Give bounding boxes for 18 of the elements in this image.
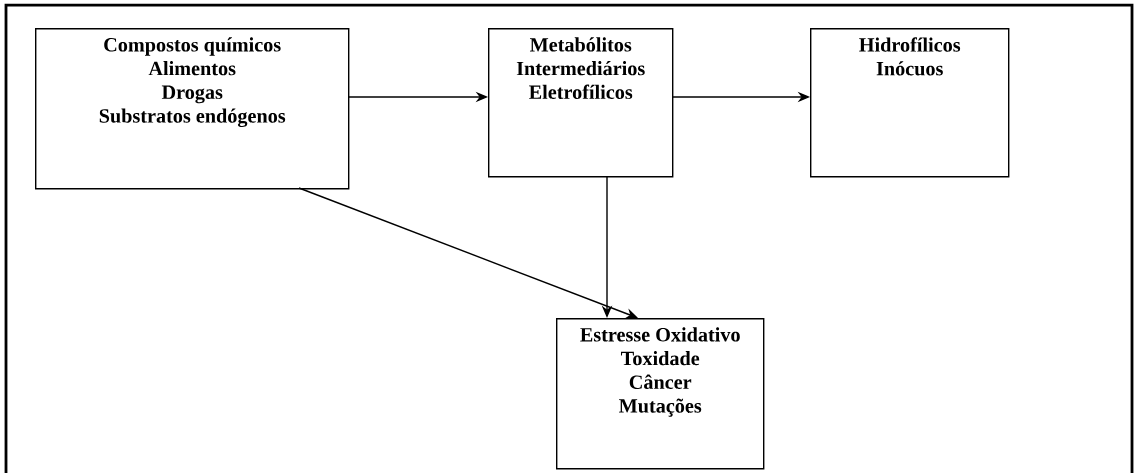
node-label: Metabólitos — [529, 37, 632, 52]
text-box — [810, 28, 1010, 178]
node-label: Eletrofílicos — [529, 84, 633, 100]
node-label: Toxidade — [621, 351, 700, 366]
node-label: Alimentos — [148, 61, 236, 76]
node-label: Drogas — [161, 85, 223, 104]
node-label: Mutações — [619, 398, 702, 417]
node-label: Substratos endógenos — [99, 108, 286, 128]
text-box — [488, 28, 674, 178]
node-label: Hidrofílicos — [859, 37, 961, 52]
node-label: Estresse Oxidativo — [580, 327, 740, 342]
node-label: Intermediários — [516, 61, 645, 76]
node-label: Compostos químicos — [104, 37, 281, 56]
arrow — [298, 187, 638, 319]
node-label: Câncer — [629, 374, 692, 390]
text-box — [556, 318, 765, 470]
node-label: Inócuos — [876, 61, 943, 76]
text-box — [35, 28, 350, 190]
